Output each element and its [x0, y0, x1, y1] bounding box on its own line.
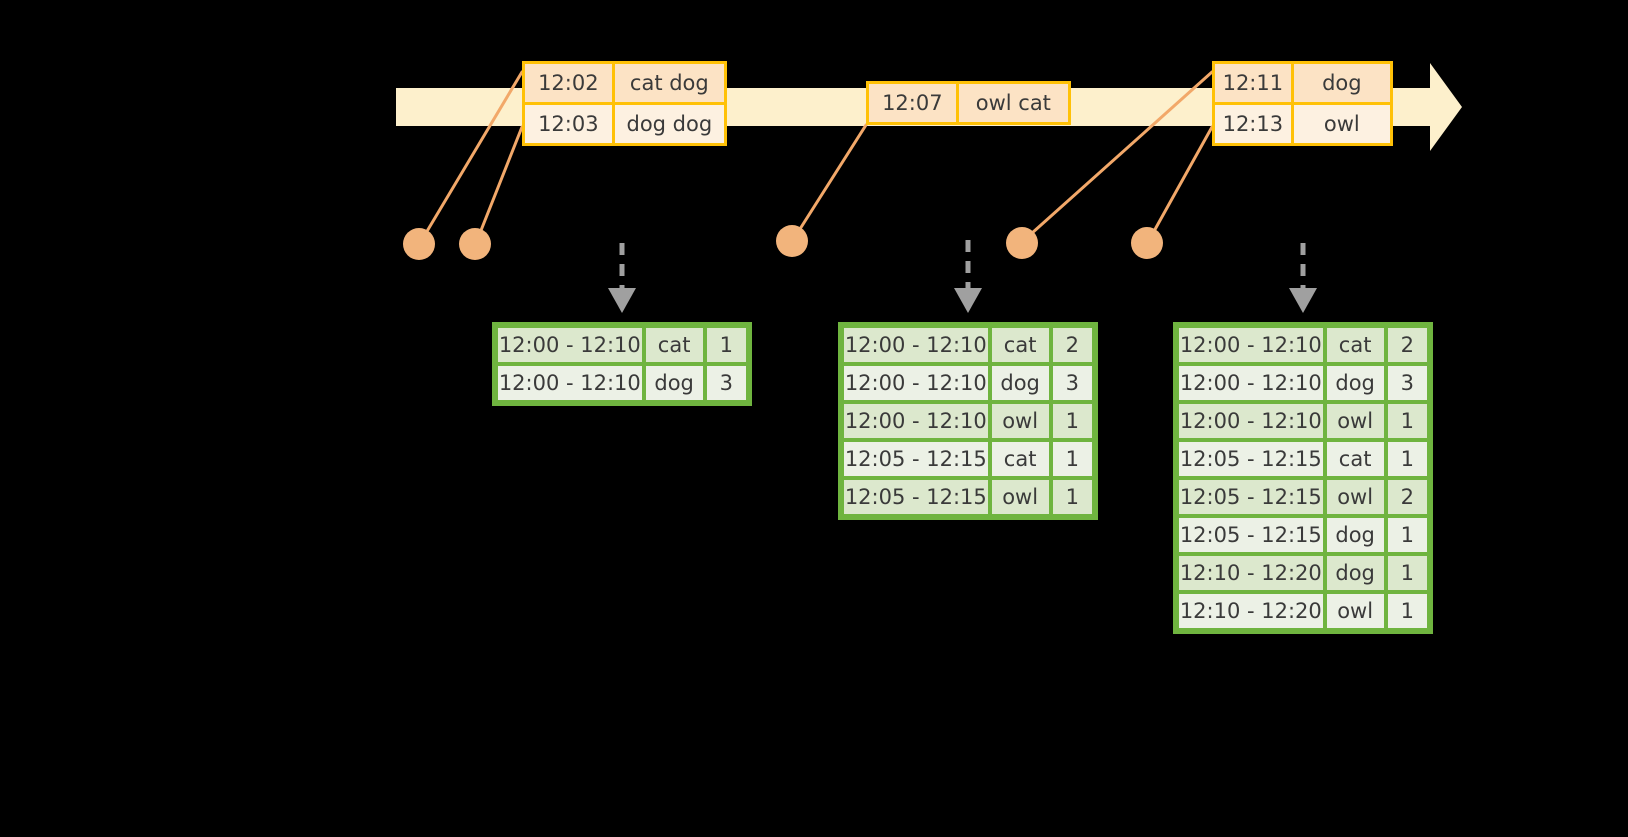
count-cell: 1: [704, 326, 748, 364]
event-time: 12:11: [1215, 64, 1294, 102]
arrow-down-icon-1: [608, 243, 636, 313]
range-cell: 12:05 - 12:15: [842, 440, 990, 478]
count-cell: 1: [1050, 440, 1094, 478]
key-cell: cat: [643, 326, 705, 364]
key-cell: owl: [989, 402, 1051, 440]
event-value: owl: [1293, 105, 1390, 143]
range-cell: 12:00 - 12:10: [496, 364, 644, 402]
key-cell: dog: [1324, 554, 1386, 592]
arrow-down-icon-3: [1289, 243, 1317, 313]
event-row[interactable]: 12:02 cat dog: [525, 64, 724, 102]
range-cell: 12:00 - 12:10: [1177, 326, 1325, 364]
key-cell: cat: [989, 440, 1051, 478]
count-cell: 1: [1050, 402, 1094, 440]
count-cell: 1: [1385, 516, 1429, 554]
count-cell: 1: [1050, 478, 1094, 516]
key-cell: owl: [1324, 478, 1386, 516]
event-row[interactable]: 12:13 owl: [1215, 102, 1390, 143]
circle-dot-icon-1: [403, 228, 435, 260]
count-cell: 2: [1385, 478, 1429, 516]
range-cell: 12:00 - 12:10: [1177, 402, 1325, 440]
circle-dot-icon-4: [1006, 227, 1038, 259]
event-time: 12:03: [525, 105, 615, 143]
event-row[interactable]: 12:03 dog dog: [525, 102, 724, 143]
key-cell: dog: [1324, 516, 1386, 554]
key-cell: dog: [989, 364, 1051, 402]
event-group-3[interactable]: 12:11 dog 12:13 owl: [1212, 61, 1393, 146]
event-time: 12:02: [525, 64, 615, 102]
circle-dot-icon-2: [459, 228, 491, 260]
range-cell: 12:00 - 12:10: [842, 402, 990, 440]
range-cell: 12:05 - 12:15: [1177, 478, 1325, 516]
event-value: dog dog: [614, 105, 724, 143]
key-cell: owl: [989, 478, 1051, 516]
range-cell: 12:05 - 12:15: [842, 478, 990, 516]
count-cell: 1: [1385, 554, 1429, 592]
count-cell: 2: [1050, 326, 1094, 364]
count-cell: 3: [1050, 364, 1094, 402]
range-cell: 12:10 - 12:20: [1177, 592, 1325, 630]
range-cell: 12:10 - 12:20: [1177, 554, 1325, 592]
count-cell: 1: [1385, 592, 1429, 630]
event-time: 12:07: [869, 84, 959, 122]
key-cell: owl: [1324, 402, 1386, 440]
event-group-1[interactable]: 12:02 cat dog 12:03 dog dog: [522, 61, 727, 146]
key-cell: cat: [989, 326, 1051, 364]
arrow-down-icon-2: [954, 240, 982, 313]
circle-dot-icon-3: [776, 225, 808, 257]
range-cell: 12:00 - 12:10: [1177, 364, 1325, 402]
range-cell: 12:05 - 12:15: [1177, 516, 1325, 554]
count-cell: 1: [1385, 440, 1429, 478]
range-cell: 12:00 - 12:10: [842, 326, 990, 364]
event-dots: [403, 225, 1163, 260]
event-time: 12:13: [1215, 105, 1294, 143]
emit-arrows: [608, 240, 1317, 313]
range-cell: 12:00 - 12:10: [842, 364, 990, 402]
event-value: dog: [1293, 64, 1390, 102]
circle-dot-icon-5: [1131, 227, 1163, 259]
key-cell: dog: [1324, 364, 1386, 402]
event-row[interactable]: 12:11 dog: [1215, 64, 1390, 102]
key-cell: cat: [1324, 326, 1386, 364]
count-cell: 3: [704, 364, 748, 402]
event-value: cat dog: [614, 64, 724, 102]
range-cell: 12:05 - 12:15: [1177, 440, 1325, 478]
count-cell: 1: [1385, 402, 1429, 440]
event-group-2[interactable]: 12:07 owl cat: [866, 81, 1071, 125]
key-cell: owl: [1324, 592, 1386, 630]
event-row[interactable]: 12:07 owl cat: [869, 84, 1068, 122]
range-cell: 12:00 - 12:10: [496, 326, 644, 364]
count-cell: 2: [1385, 326, 1429, 364]
count-cell: 3: [1385, 364, 1429, 402]
key-cell: cat: [1324, 440, 1386, 478]
event-value: owl cat: [958, 84, 1068, 122]
key-cell: dog: [643, 364, 705, 402]
